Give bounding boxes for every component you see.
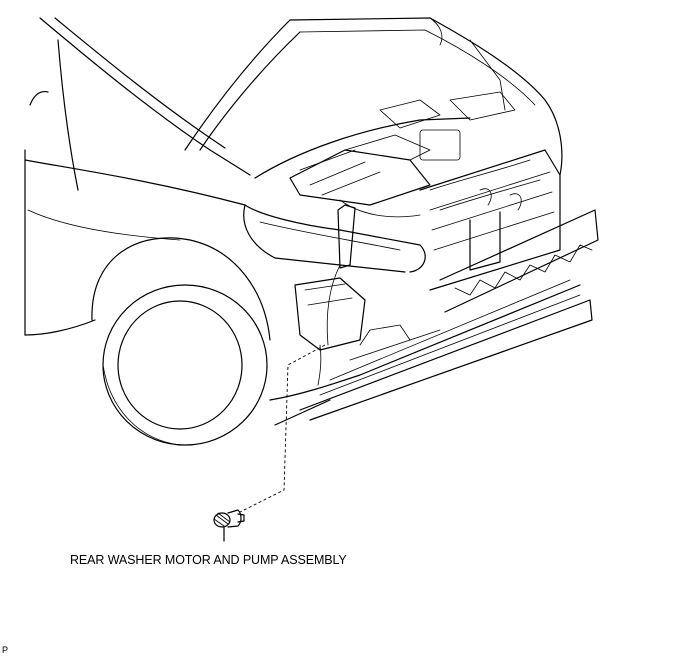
hood (184, 17, 563, 176)
washer-tank (294, 204, 366, 386)
radiator-support (419, 149, 561, 291)
leader-line (239, 344, 326, 513)
callout-label: REAR WASHER MOTOR AND PUMP ASSEMBLY (70, 553, 347, 567)
front-wheel (91, 237, 271, 446)
bumper-reinforcement (439, 209, 599, 313)
washer-pump-part (213, 509, 245, 542)
headlight (243, 204, 426, 273)
engine-compartment (254, 91, 541, 218)
illustration-code: P (2, 645, 9, 655)
lower-structure (269, 279, 593, 426)
vehicle-body-outline (24, 17, 251, 336)
